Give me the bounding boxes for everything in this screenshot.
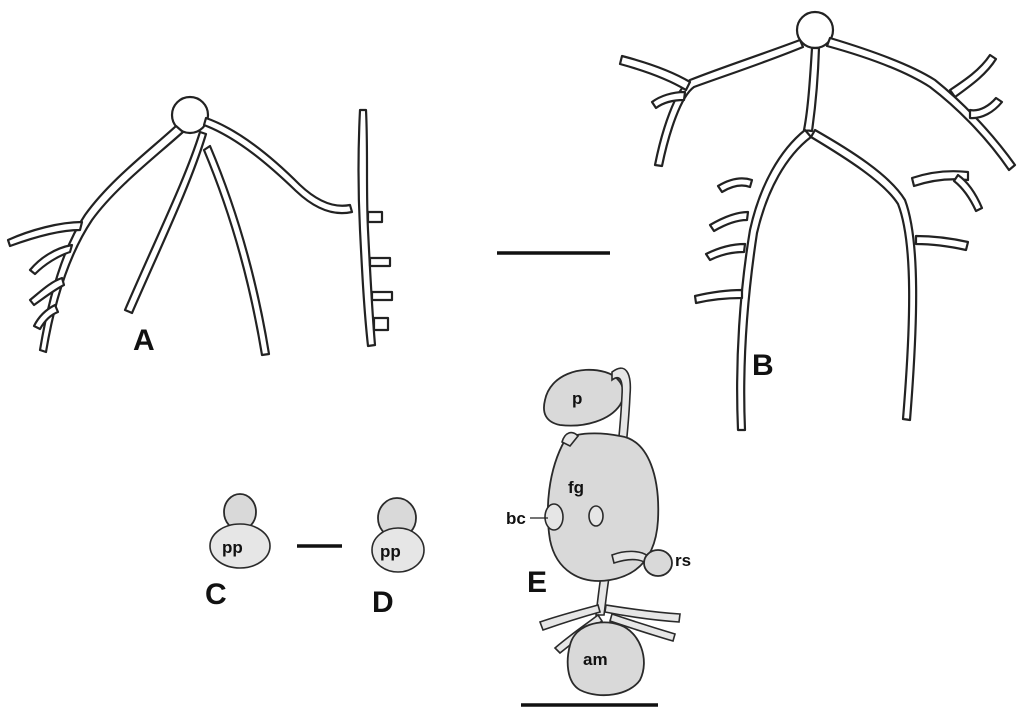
panel-b-left-long-lobe-2 — [710, 212, 748, 231]
panel-a-right-knob-4 — [374, 318, 388, 330]
panel-b-left-long-lobe-3 — [706, 244, 745, 260]
panel-b-right-lobe-1 — [950, 55, 996, 97]
panel-c: pp C — [205, 494, 270, 611]
panel-e-fg-label: fg — [568, 478, 584, 497]
panel-c-letter: C — [205, 578, 227, 611]
panel-b-letter: B — [752, 349, 774, 382]
panel-a-right-branch — [359, 110, 376, 346]
panel-e-rs-label: rs — [675, 551, 691, 570]
panel-a: A — [8, 97, 392, 357]
panel-b-right-long-lobe-3 — [916, 236, 968, 250]
panel-c-pp-label: pp — [222, 538, 243, 557]
panel-a-right-knob-3 — [372, 292, 392, 300]
panel-e-p-label: p — [572, 389, 582, 408]
panel-a-letter: A — [133, 324, 155, 357]
panel-b-left-long — [737, 130, 811, 430]
panel-a-right-knob-2 — [370, 258, 390, 266]
panel-b-right-lobe-2 — [970, 98, 1002, 118]
panel-b-left-long-lobe-4 — [695, 290, 742, 303]
panel-e-bc-right — [589, 506, 603, 526]
panel-d: pp D — [372, 498, 424, 619]
panel-a-inner-right — [204, 146, 269, 355]
panel-e-rs-bulb — [644, 550, 672, 576]
panel-d-letter: D — [372, 586, 394, 619]
panel-b-left-arm — [655, 40, 803, 166]
panel-b-left-lobe-1 — [620, 56, 690, 90]
panel-e-am-label: am — [583, 650, 608, 669]
panel-e-letter: E — [527, 566, 547, 599]
panel-d-pp-label: pp — [380, 542, 401, 561]
panel-e-bc-left — [545, 504, 563, 530]
panel-e-bc-label: bc — [506, 509, 526, 528]
panel-b-right-long — [811, 130, 916, 420]
panel-a-right-knob-1 — [368, 212, 382, 222]
panel-b-left-long-lobe-1 — [718, 178, 752, 192]
panel-e: p fg bc rs am E — [506, 368, 691, 695]
panel-b-stem — [804, 48, 819, 131]
panel-b: B — [620, 12, 1015, 430]
